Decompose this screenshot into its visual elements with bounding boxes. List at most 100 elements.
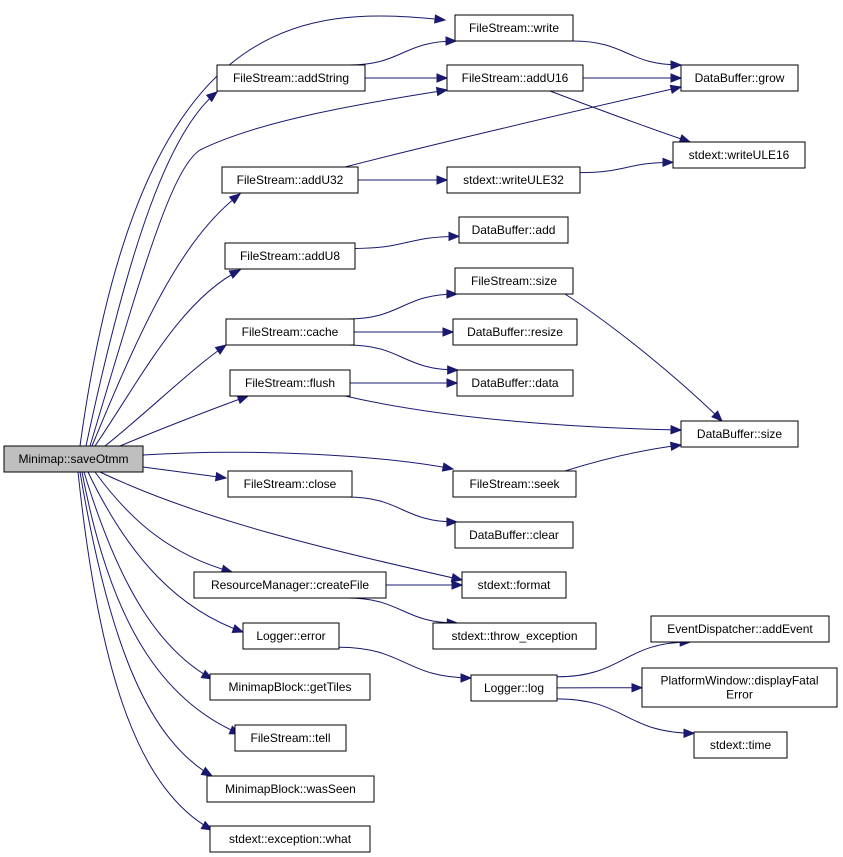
node-fsAddU32[interactable]: FileStream::addU32 [221,166,359,194]
node-label: FileStream::addString [233,71,349,85]
edge-fsCache-to-dbData [347,344,459,375]
node-box [234,724,347,752]
arrowhead-icon [460,673,473,683]
arrowhead-icon [711,410,723,422]
node-mbGetTiles[interactable]: MinimapBlock::getTiles [209,673,371,701]
edge-fsAddU8-to-dbAdd [354,231,461,249]
node-box [209,673,371,701]
node-stdFormat[interactable]: stdext::format [461,571,567,599]
node-box [225,318,355,346]
arrowhead-icon [442,327,455,337]
edge-line [579,161,674,174]
node-loggerLog[interactable]: Logger::log [470,674,558,702]
node-mbWasSeen[interactable]: MinimapBlock::wasSeen [206,775,375,803]
arrowhead-icon [214,344,228,355]
edge-saveOtmm-to-stdFormat [99,471,464,583]
edge-saveOtmm-to-mbWasSeen [79,471,214,777]
edge-line [564,444,682,472]
edge-fsFlush-to-dbData [350,378,459,388]
node-box [224,242,356,270]
node-stdTime[interactable]: stdext::time [693,731,788,759]
node-writeULE16[interactable]: stdext::writeULE16 [672,141,806,169]
node-box [229,369,351,397]
node-box [193,571,387,599]
node-loggerError[interactable]: Logger::error [242,622,340,650]
edge-saveOtmm-to-excWhat [77,471,214,831]
node-rmCreateFile[interactable]: ResourceManager::createFile [193,571,387,599]
edge-line [556,698,695,734]
node-dbGrow[interactable]: DataBuffer::grow [680,64,799,92]
node-label: Logger::log [484,681,544,695]
node-box [641,667,838,708]
node-saveOtmm[interactable]: Minimap::saveOtmm [3,445,144,473]
node-box [456,369,574,397]
node-label: Minimap::saveOtmm [18,452,128,466]
edge-line [556,641,691,678]
arrowhead-icon [445,36,458,46]
arrowhead-icon [683,728,696,739]
node-box [206,775,375,803]
edge-line [572,40,682,66]
node-label: FileStream::tell [250,731,330,745]
node-edAddEvent[interactable]: EventDispatcher::addEvent [650,615,830,643]
arrowhead-icon [200,820,214,831]
edge-fsAddU16-to-dbGrow [583,73,683,83]
node-fsAddString[interactable]: FileStream::addString [216,64,366,92]
arrowhead-icon [678,134,692,144]
node-label: stdext::format [478,578,551,592]
edge-line [142,466,227,479]
node-box [470,674,558,702]
node-label: EventDispatcher::addEvent [667,622,813,636]
edge-line [79,15,446,447]
node-fsAddU8[interactable]: FileStream::addU8 [224,242,356,270]
node-fsFlush[interactable]: FileStream::flush [229,369,351,397]
arrowhead-icon [435,86,449,97]
node-box [650,615,830,643]
arrowhead-icon [228,269,242,279]
node-fsAddU16[interactable]: FileStream::addU16 [446,64,584,92]
edge-fsClose-to-dbClear [347,496,459,527]
edge-line [347,344,458,371]
edge-line [94,269,241,447]
node-label: MinimapBlock::wasSeen [225,782,356,796]
node-writeULE32[interactable]: stdext::writeULE32 [446,166,581,194]
node-label: PlatformWindow::displayFatal [660,674,818,688]
node-fsSize[interactable]: FileStream::size [454,267,574,295]
node-label: FileStream::addU8 [240,249,340,263]
edge-saveOtmm-to-fsFlush [119,395,250,447]
edge-fsCache-to-fsSize [347,289,459,320]
arrowhead-icon [451,580,464,590]
node-fsWrite[interactable]: FileStream::write [454,14,574,42]
node-label: Error [726,688,753,702]
node-label: FileStream::addU32 [237,173,344,187]
node-dbAdd[interactable]: DataBuffer::add [458,216,569,244]
edge-line [347,496,457,523]
edge-line [354,235,460,249]
node-dbClear[interactable]: DataBuffer::clear [454,521,574,549]
edge-line [77,471,213,831]
node-label: DataBuffer::data [471,376,558,390]
edge-saveOtmm-to-fsClose [142,466,228,482]
node-box [672,141,806,169]
node-fsClose[interactable]: FileStream::close [227,470,353,498]
edge-line [347,293,457,320]
node-box [680,420,799,448]
edge-writeULE32-to-writeULE16 [579,157,675,174]
edge-rmCreateFile-to-stdFormat [386,580,464,590]
arrowhead-icon [447,365,459,375]
node-throwException[interactable]: stdext::throw_exception [432,622,597,650]
node-dbSize[interactable]: DataBuffer::size [680,420,799,448]
edge-saveOtmm-to-loggerError [87,471,245,634]
node-label: FileStream::seek [469,477,560,491]
node-dbData[interactable]: DataBuffer::data [456,369,574,397]
edge-line [344,395,682,431]
node-fsCache[interactable]: FileStream::cache [225,318,355,346]
node-fsTell[interactable]: FileStream::tell [234,724,347,752]
node-excWhat[interactable]: stdext::exception::what [209,825,371,853]
node-fsSeek[interactable]: FileStream::seek [452,470,577,498]
arrowhead-icon [662,157,675,168]
node-dbResize[interactable]: DataBuffer::resize [452,318,578,346]
node-box [458,216,569,244]
